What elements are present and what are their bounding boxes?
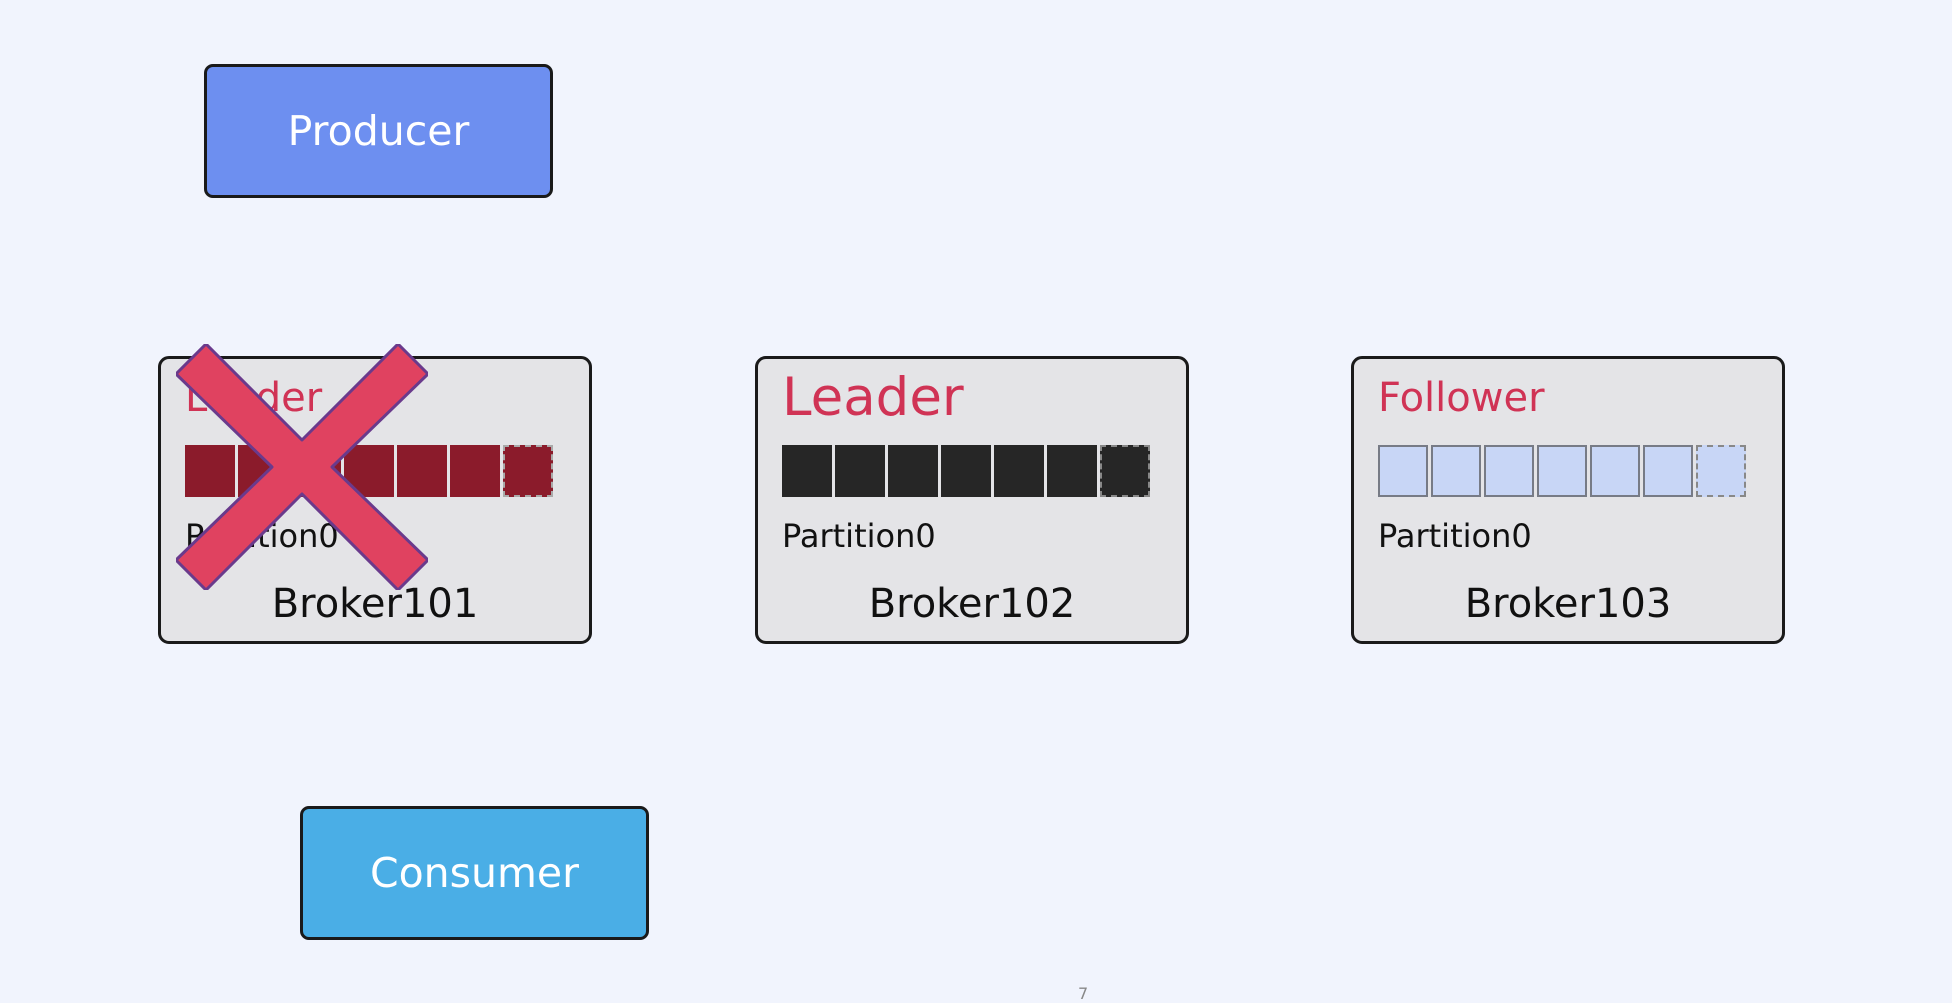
log-segment xyxy=(397,445,447,497)
log-segment xyxy=(941,445,991,497)
producer-label: Producer xyxy=(287,107,470,155)
log-segment xyxy=(835,445,885,497)
log-segment-pending xyxy=(503,445,553,497)
log-segment xyxy=(1484,445,1534,497)
broker-103: Follower Partition0 Broker103 xyxy=(1351,356,1785,644)
log-segment xyxy=(185,445,235,497)
log-segment xyxy=(994,445,1044,497)
log-segment-pending xyxy=(1100,445,1150,497)
log-segment xyxy=(782,445,832,497)
log-segment xyxy=(450,445,500,497)
consumer-box: Consumer xyxy=(300,806,649,940)
partition-log xyxy=(1378,445,1746,497)
log-segment xyxy=(1378,445,1428,497)
log-segment xyxy=(888,445,938,497)
consumer-label: Consumer xyxy=(369,849,580,897)
slide-number: 7 xyxy=(1078,984,1089,1003)
log-segment xyxy=(1590,445,1640,497)
log-segment xyxy=(1643,445,1693,497)
broker-name: Broker102 xyxy=(868,581,1076,627)
x-mark-icon xyxy=(176,344,428,590)
broker-name: Broker103 xyxy=(1464,581,1672,627)
producer-box: Producer xyxy=(204,64,553,198)
broker-102: Leader Partition0 Broker102 xyxy=(755,356,1189,644)
partition-label: Partition0 xyxy=(1378,517,1532,555)
log-segment xyxy=(1431,445,1481,497)
partition-log xyxy=(782,445,1150,497)
broker-role-label: Follower xyxy=(1378,375,1545,421)
log-segment-pending xyxy=(1696,445,1746,497)
broker-name: Broker101 xyxy=(271,581,479,627)
log-segment xyxy=(1537,445,1587,497)
partition-label: Partition0 xyxy=(782,517,936,555)
broker-role-label: Leader xyxy=(782,367,964,428)
log-segment xyxy=(1047,445,1097,497)
